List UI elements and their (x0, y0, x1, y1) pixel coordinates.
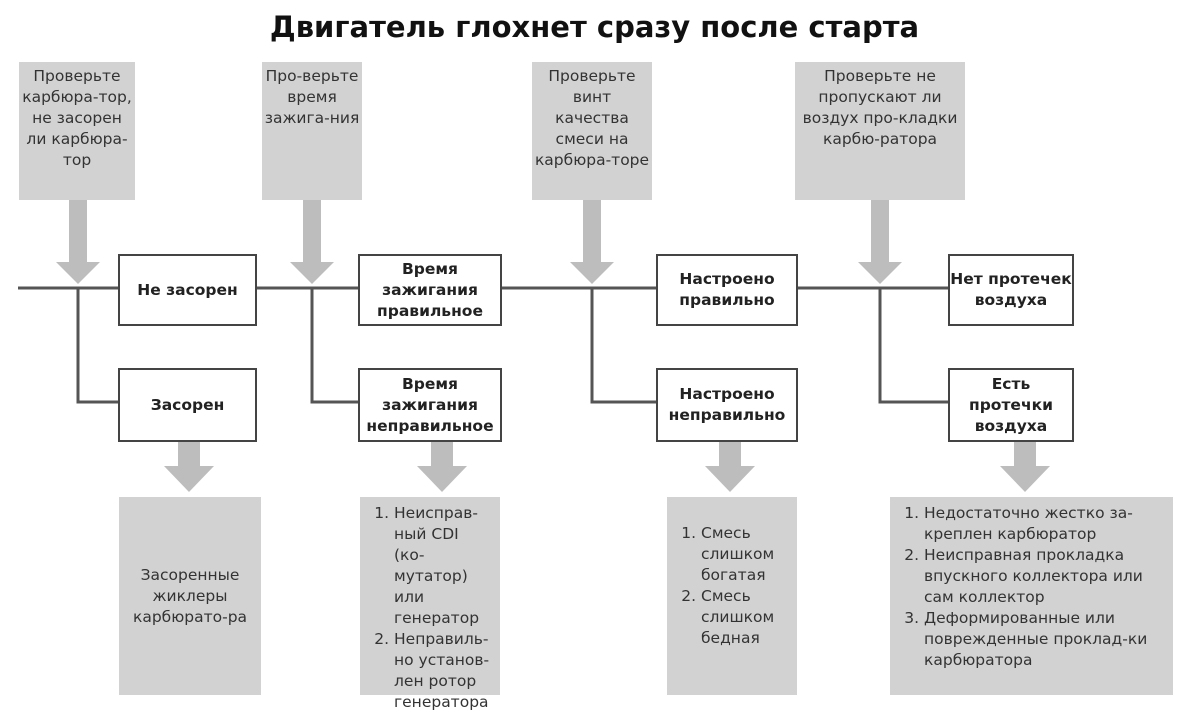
cause-item: Неправиль-но установ-лен ротор генератор… (394, 629, 490, 713)
fault-arrow-4 (1000, 442, 1050, 492)
branch-line-3 (590, 288, 656, 404)
fault-arrow-1 (164, 442, 214, 492)
fault-state-air-leaks: Есть протечки воздуха (948, 368, 1074, 442)
cause-item: Смесь слишком бедная (701, 586, 787, 649)
ok-state-not-clogged: Не засорен (118, 254, 257, 326)
cause-list: Смесь слишком богатая Смесь слишком бедн… (677, 523, 787, 649)
cause-item: Неисправная прокладка впускного коллекто… (924, 545, 1163, 608)
check-arrow-4 (858, 200, 902, 284)
ok-state-timing-correct: Время зажигания правильное (358, 254, 502, 326)
fault-arrow-2 (417, 442, 467, 492)
check-box-mixture-screw: Проверьте винт качества смеси на карбюра… (532, 62, 652, 200)
ok-state-adjusted-correctly: Настроено правильно (656, 254, 798, 326)
cause-item: Недостаточно жестко за-креплен карбюрато… (924, 503, 1163, 545)
cause-box-mixture: Смесь слишком богатая Смесь слишком бедн… (667, 497, 797, 695)
check-arrow-2 (290, 200, 334, 284)
cause-item: Смесь слишком богатая (701, 523, 787, 586)
check-box-air-leaks: Проверьте не пропускают ли воздух про-кл… (795, 62, 965, 200)
check-box-carburetor: Проверьте карбюра-тор, не засорен ли кар… (19, 62, 135, 200)
cause-item: Неисправ-ный CDI (ко-мутатор) или генера… (394, 503, 490, 629)
cause-box-clogged-jets: Засоренные жиклеры карбюрато-ра (119, 497, 261, 695)
cause-box-air-leaks: Недостаточно жестко за-креплен карбюрато… (890, 497, 1173, 695)
branch-line-4 (878, 288, 948, 404)
cause-text: Засоренные жиклеры карбюрато-ра (132, 565, 248, 626)
cause-list: Неисправ-ный CDI (ко-мутатор) или генера… (370, 503, 490, 713)
cause-item: Деформированные или поврежденные проклад… (924, 608, 1163, 671)
fault-arrow-3 (705, 442, 755, 492)
cause-list: Недостаточно жестко за-креплен карбюрато… (900, 503, 1163, 671)
cause-box-ignition: Неисправ-ный CDI (ко-мутатор) или генера… (360, 497, 500, 711)
ok-state-no-air-leaks: Нет протечек воздуха (948, 254, 1074, 326)
check-box-ignition-timing: Про-верьте время зажига-ния (262, 62, 362, 200)
fault-state-clogged: Засорен (118, 368, 257, 442)
branch-line-1 (76, 288, 118, 404)
check-arrow-3 (570, 200, 614, 284)
fault-state-adjusted-wrongly: Настроено неправильно (656, 368, 798, 442)
check-arrow-1 (56, 200, 100, 284)
branch-line-2 (310, 288, 358, 404)
fault-state-timing-wrong: Время зажигания неправильное (358, 368, 502, 442)
diagram-title: Двигатель глохнет сразу после старта (269, 10, 920, 44)
